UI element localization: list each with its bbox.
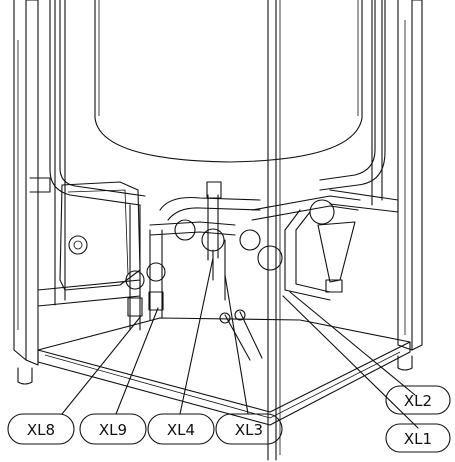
callout-xl8-label: XL8	[27, 421, 55, 439]
callout-xl9-label: XL9	[99, 421, 127, 439]
callout-xl4-label: XL4	[167, 421, 195, 439]
callout-xl8: XL8	[7, 413, 75, 445]
valves	[125, 181, 356, 361]
callout-xl2: XL2	[385, 385, 451, 415]
callout-xl3: XL3	[215, 413, 283, 445]
callout-xl2-label: XL2	[404, 392, 432, 410]
water-tank	[94, 0, 363, 163]
leader-lines	[61, 257, 419, 429]
callout-xl1: XL1	[385, 423, 451, 453]
callout-xl1-label: XL1	[404, 430, 432, 448]
callout-xl4: XL4	[147, 413, 215, 445]
cabinet-frame	[13, 0, 423, 426]
callout-xl9: XL9	[79, 413, 147, 445]
pipework	[49, 0, 386, 461]
callout-xl3-label: XL3	[235, 421, 263, 439]
